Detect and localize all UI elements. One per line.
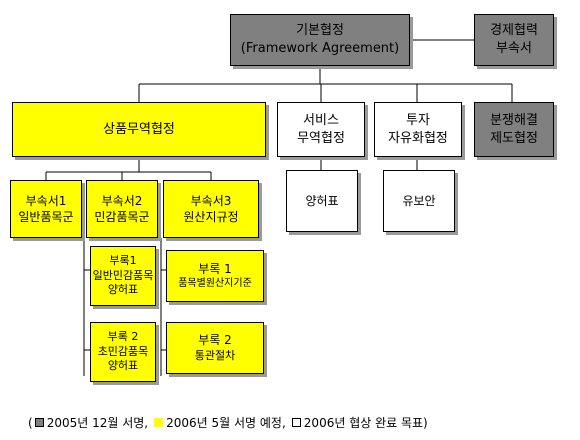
dispute-settlement-agreement-box: 분쟁해결 제도협정 (474, 102, 554, 157)
appendix2-a2-line3: 양허표 (107, 359, 139, 373)
services-line1: 서비스 (303, 112, 339, 128)
appendix2-customs-procedures-box: 부록 2 통관절차 (166, 322, 264, 374)
legend-gray-swatch (34, 418, 44, 427)
services-concession-schedule-box: 양허표 (286, 170, 358, 232)
investment-reservation-box: 유보안 (383, 170, 455, 232)
economic-cooperation-annex-box: 경제협력 부속서 (474, 14, 554, 66)
appendix2-a3-line1: 부록 2 (198, 333, 232, 348)
annex1-line1: 부속서1 (25, 193, 67, 208)
legend-yellow-text: 2006년 5월 서명 예정, (166, 416, 286, 430)
annex2-sensitive-items-box: 부속서2 민감품목군 (86, 180, 158, 238)
appendix2-a3-line2: 통관절차 (194, 348, 236, 362)
framework-agreement-subtitle: (Framework Agreement) (240, 41, 400, 56)
goods-trade-agreement-box: 상품무역협정 (12, 102, 266, 157)
legend: ( 2005년 12월 서명, 2006년 5월 서명 예정, 2006년 협상… (28, 414, 428, 431)
annex2-line2: 민감품목군 (94, 210, 150, 224)
legend-white-swatch (291, 418, 301, 427)
appendix1-a2-line1: 부록1 (109, 253, 137, 267)
annex3-rules-of-origin-box: 부속서3 원산지규정 (163, 180, 259, 238)
economic-cooperation-line1: 경제협력 (490, 23, 538, 39)
dispute-line2: 제도협정 (490, 130, 538, 146)
investment-reservation-label: 유보안 (402, 193, 436, 208)
annex3-line1: 부속서3 (190, 193, 232, 208)
economic-cooperation-line2: 부속서 (496, 41, 532, 56)
appendix1-a2-line3: 양허표 (107, 283, 139, 297)
investment-line2: 자유화협정 (388, 130, 448, 146)
annex1-line2: 일반품목군 (18, 210, 74, 224)
services-line2: 무역협정 (297, 130, 345, 146)
appendix2-a2-line1: 부록 2 (107, 329, 139, 343)
appendix2-super-sensitive-box: 부록 2 초민감품목 양허표 (90, 322, 156, 382)
appendix1-a3-line1: 부록 1 (198, 262, 232, 277)
appendix1-a2-line2: 일반민감품목 (92, 268, 154, 282)
appendix1-origin-criteria-box: 부록 1 품목별원산지기준 (166, 250, 264, 302)
legend-open-paren: ( (28, 415, 33, 430)
goods-trade-agreement-label: 상품무역협정 (103, 121, 175, 137)
framework-agreement-box: 기본협정 (Framework Agreement) (230, 14, 410, 66)
investment-line1: 투자 (406, 112, 430, 128)
legend-yellow-swatch (154, 418, 164, 427)
legend-gray-text: 2005년 12월 서명, (46, 416, 149, 430)
investment-liberalization-agreement-box: 투자 자유화협정 (374, 102, 462, 157)
framework-agreement-title: 기본협정 (296, 23, 344, 39)
annex2-line1: 부속서2 (101, 193, 143, 208)
dispute-line1: 분쟁해결 (490, 112, 538, 128)
annex1-general-items-box: 부속서1 일반품목군 (10, 180, 82, 238)
services-concession-label: 양허표 (305, 193, 339, 208)
legend-white-text: 2006년 협상 완료 목표) (303, 416, 428, 430)
appendix1-a3-line2: 품목별원산지기준 (178, 278, 252, 290)
appendix2-a2-line2: 초민감품목 (97, 344, 149, 358)
appendix1-general-sensitive-box: 부록1 일반민감품목 양허표 (90, 246, 156, 306)
annex3-line2: 원산지규정 (183, 210, 239, 224)
services-trade-agreement-box: 서비스 무역협정 (277, 102, 365, 157)
